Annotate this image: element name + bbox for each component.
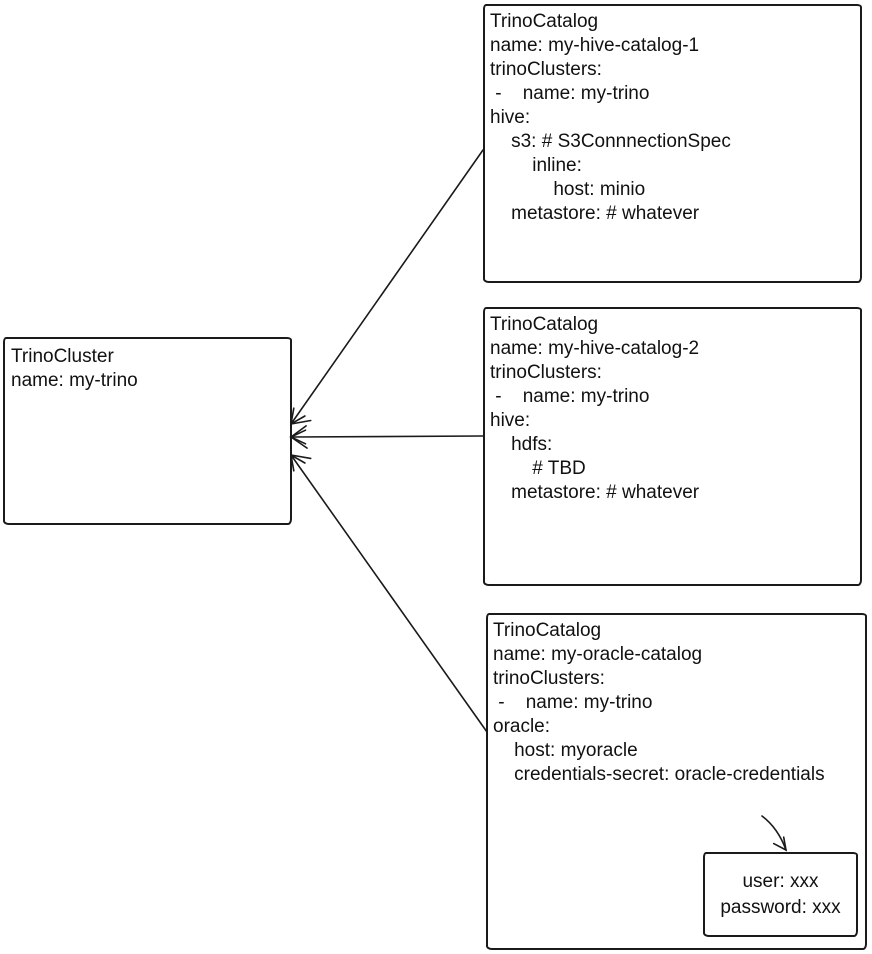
connector-catalog1-to-cluster[interactable]	[289, 149, 484, 426]
connector-catalog2-to-cluster[interactable]	[289, 425, 484, 449]
arrowhead-flare	[290, 436, 308, 449]
arrowhead	[289, 453, 306, 472]
trino-catalog-hive-1-text: TrinoCatalog name: my-hive-catalog-1 tri…	[490, 11, 731, 224]
trino-catalog-oracle-text: TrinoCatalog name: my-oracle-catalog tri…	[493, 620, 825, 785]
oracle-secret-text: user: xxx password: xxx	[720, 870, 841, 918]
connector-line	[290, 454, 488, 733]
node-oracle-secret[interactable]: user: xxx password: xxx	[703, 852, 858, 937]
connector-oracle-catalog-to-cluster[interactable]	[289, 453, 488, 733]
node-trino-catalog-oracle[interactable]: TrinoCatalog name: my-oracle-catalog tri…	[486, 613, 867, 950]
arrowhead-flare	[290, 454, 312, 460]
node-trino-catalog-hive-1[interactable]: TrinoCatalog name: my-hive-catalog-1 tri…	[483, 4, 862, 283]
trino-cluster-text: TrinoCluster name: my-trino	[11, 346, 138, 391]
arrowhead	[289, 407, 306, 426]
connector-line	[290, 435, 484, 438]
node-trino-catalog-hive-2[interactable]: TrinoCatalog name: my-hive-catalog-2 tri…	[483, 307, 862, 586]
node-trino-cluster[interactable]: TrinoCluster name: my-trino	[3, 337, 292, 525]
trino-catalog-hive-2-text: TrinoCatalog name: my-hive-catalog-2 tri…	[490, 314, 700, 503]
connector-line	[290, 149, 484, 425]
arrowhead	[289, 429, 307, 445]
arrowhead-flare	[290, 419, 312, 425]
arrowhead-flare	[290, 425, 307, 438]
